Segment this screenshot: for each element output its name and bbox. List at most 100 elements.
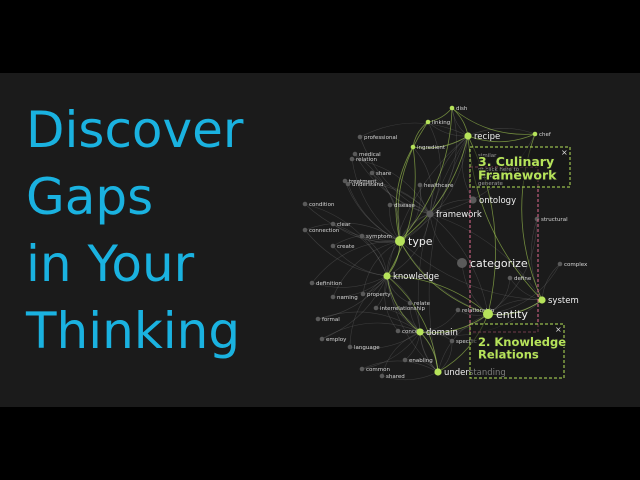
graph-node-treatment[interactable]: treatment <box>342 178 378 185</box>
node-dot[interactable] <box>507 275 513 281</box>
node-dot[interactable] <box>319 336 325 342</box>
graph-node-linking[interactable]: linking <box>425 119 451 126</box>
node-dot[interactable] <box>449 105 455 111</box>
node-dot[interactable] <box>426 210 434 218</box>
graph-node-formal[interactable]: formal <box>315 316 340 323</box>
graph-edge <box>332 234 401 247</box>
graph-node-knowledge[interactable]: knowledge <box>383 272 439 282</box>
graph-node-relation[interactable]: relation <box>349 156 378 163</box>
node-dot[interactable] <box>315 316 321 322</box>
node-dot[interactable] <box>410 144 416 150</box>
graph-node-language[interactable]: language <box>347 344 381 351</box>
node-dot[interactable] <box>538 296 546 304</box>
graph-node-framework[interactable]: framework <box>426 210 482 220</box>
graph-node-employ[interactable]: employ <box>319 336 347 343</box>
graph-node-categorize[interactable]: categorize <box>457 257 528 270</box>
node-dot[interactable] <box>425 119 431 125</box>
graph-node-connection[interactable]: connection <box>302 227 340 234</box>
node-dot[interactable] <box>469 196 477 204</box>
graph-node-create[interactable]: create <box>330 243 355 250</box>
node-dot[interactable] <box>309 280 315 286</box>
node-dot[interactable] <box>357 134 363 140</box>
graph-node-domain[interactable]: domain <box>416 328 458 338</box>
graph-edge <box>304 222 401 242</box>
graph-node-disease[interactable]: disease <box>387 202 416 209</box>
node-dot[interactable] <box>416 328 424 336</box>
graph-node-ontology[interactable]: ontology <box>469 196 516 206</box>
graph-node-common[interactable]: common <box>359 366 391 373</box>
node-dot[interactable] <box>302 201 308 207</box>
node-dot[interactable] <box>359 233 365 239</box>
node-dot[interactable] <box>534 216 540 222</box>
node-dot[interactable] <box>342 178 348 184</box>
graph-node-naming[interactable]: naming <box>330 294 358 301</box>
node-dot[interactable] <box>347 344 353 350</box>
node-dot[interactable] <box>395 328 401 334</box>
graph-node-relate[interactable]: relate <box>407 300 431 307</box>
node-dot[interactable] <box>455 307 461 313</box>
graph-node-share[interactable]: share <box>369 170 392 177</box>
node-dot[interactable] <box>434 368 442 376</box>
node-label: formal <box>322 317 340 323</box>
graph-node-ingredient[interactable]: ingredient <box>410 144 446 151</box>
graph-node-relationship[interactable]: relationship <box>455 307 495 314</box>
gap-box-close-icon[interactable]: × <box>555 325 562 334</box>
graph-node-entity[interactable]: entity <box>483 308 528 321</box>
node-dot[interactable] <box>302 227 308 233</box>
node-label: relate <box>414 301 431 307</box>
graph-node-dish[interactable]: dish <box>449 105 468 112</box>
knowledge-graph[interactable]: dish recipe chef linking ingredient professio… <box>0 73 640 407</box>
node-label: type <box>408 235 433 248</box>
graph-node-medical[interactable]: medical <box>352 151 381 158</box>
node-dot[interactable] <box>349 156 355 162</box>
graph-nodes[interactable]: dish recipe chef linking ingredient professio… <box>302 105 588 380</box>
node-dot[interactable] <box>330 243 336 249</box>
graph-node-shared[interactable]: shared <box>379 373 405 380</box>
node-dot[interactable] <box>483 309 493 319</box>
graph-node-define[interactable]: define <box>507 275 532 282</box>
graph-node-property[interactable]: property <box>360 291 392 298</box>
graph-node-recipe[interactable]: recipe <box>464 132 500 142</box>
node-dot[interactable] <box>360 291 366 297</box>
graph-node-enabling[interactable]: enabling <box>402 357 433 364</box>
node-dot[interactable] <box>464 132 472 140</box>
node-dot[interactable] <box>395 236 405 246</box>
node-dot[interactable] <box>457 258 467 268</box>
graph-node-concept[interactable]: concept <box>395 328 425 335</box>
graph-node-clear[interactable]: clear <box>330 221 352 228</box>
graph-node-type[interactable]: type <box>395 235 433 248</box>
node-dot[interactable] <box>369 170 375 176</box>
graph-node-interrelationship[interactable]: interrelationship <box>373 305 426 312</box>
node-dot[interactable] <box>345 181 351 187</box>
graph-node-symptom[interactable]: symptom <box>359 233 392 240</box>
graph-node-system[interactable]: system <box>538 296 579 306</box>
node-dot[interactable] <box>407 300 413 306</box>
node-dot[interactable] <box>532 131 538 137</box>
node-dot[interactable] <box>383 272 391 280</box>
node-dot[interactable] <box>373 305 379 311</box>
node-dot[interactable] <box>379 373 385 379</box>
graph-node-complex[interactable]: complex <box>557 261 588 268</box>
graph-node-chef[interactable]: chef <box>532 131 552 138</box>
node-dot[interactable] <box>352 151 358 157</box>
graph-node-definition[interactable]: definition <box>309 280 343 287</box>
node-dot[interactable] <box>359 366 365 372</box>
graph-node-condition[interactable]: condition <box>302 201 335 208</box>
headline: Discover Gaps in Your Thinking <box>26 97 243 365</box>
graph-node-healthcare[interactable]: healthcare <box>417 182 454 189</box>
graph-node-structural[interactable]: structural <box>534 216 568 223</box>
node-dot[interactable] <box>557 261 563 267</box>
gap-box-close-icon[interactable]: × <box>561 148 568 157</box>
node-dot[interactable] <box>417 182 423 188</box>
node-dot[interactable] <box>449 338 455 344</box>
headline-line-1: Discover <box>26 101 244 159</box>
node-dot[interactable] <box>402 357 408 363</box>
node-dot[interactable] <box>330 221 336 227</box>
graph-node-specific[interactable]: specific <box>449 338 477 345</box>
graph-node-professional[interactable]: professional <box>357 134 398 141</box>
graph-node-understand[interactable]: understand <box>345 181 384 188</box>
node-dot[interactable] <box>330 294 336 300</box>
node-dot[interactable] <box>387 202 393 208</box>
